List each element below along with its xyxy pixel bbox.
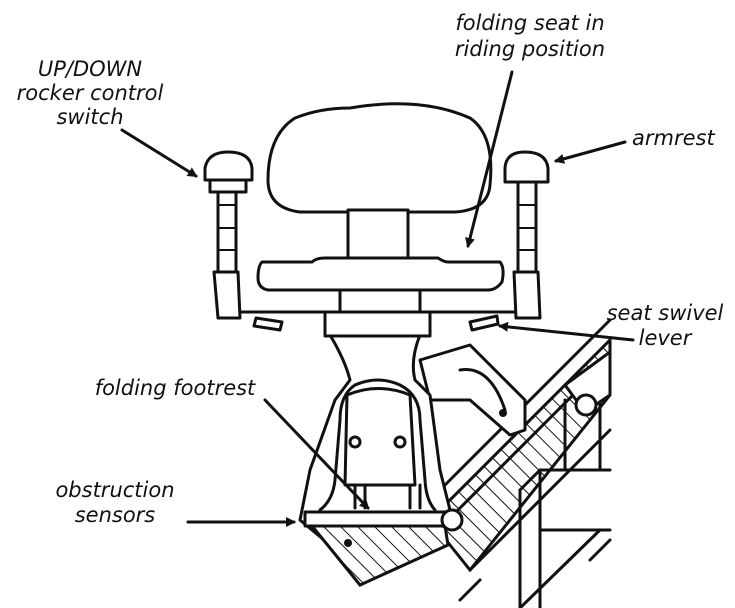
label-rocker-line2: rocker control bbox=[17, 81, 164, 105]
chassis bbox=[298, 333, 464, 587]
label-swivel-line2: lever bbox=[639, 326, 693, 350]
leader-arrows bbox=[120, 70, 635, 527]
label-folding-seat-line1: folding seat in bbox=[455, 11, 604, 35]
label-sensors-line2: sensors bbox=[75, 503, 156, 527]
chair bbox=[203, 102, 550, 338]
stair-rail bbox=[427, 318, 612, 608]
label-rocker-line1: UP/DOWN bbox=[38, 57, 143, 81]
label-rocker-line3: switch bbox=[56, 105, 123, 129]
label-armrest: armrest bbox=[632, 126, 715, 150]
label-sensors-line1: obstruction bbox=[55, 478, 174, 502]
label-folding-seat-line2: riding position bbox=[455, 37, 605, 61]
carriage bbox=[418, 343, 612, 437]
label-swivel-line1: seat swivel bbox=[607, 301, 724, 325]
labels: folding seat in riding position UP/DOWN … bbox=[17, 11, 724, 527]
label-folding-footrest: folding footrest bbox=[95, 376, 256, 400]
